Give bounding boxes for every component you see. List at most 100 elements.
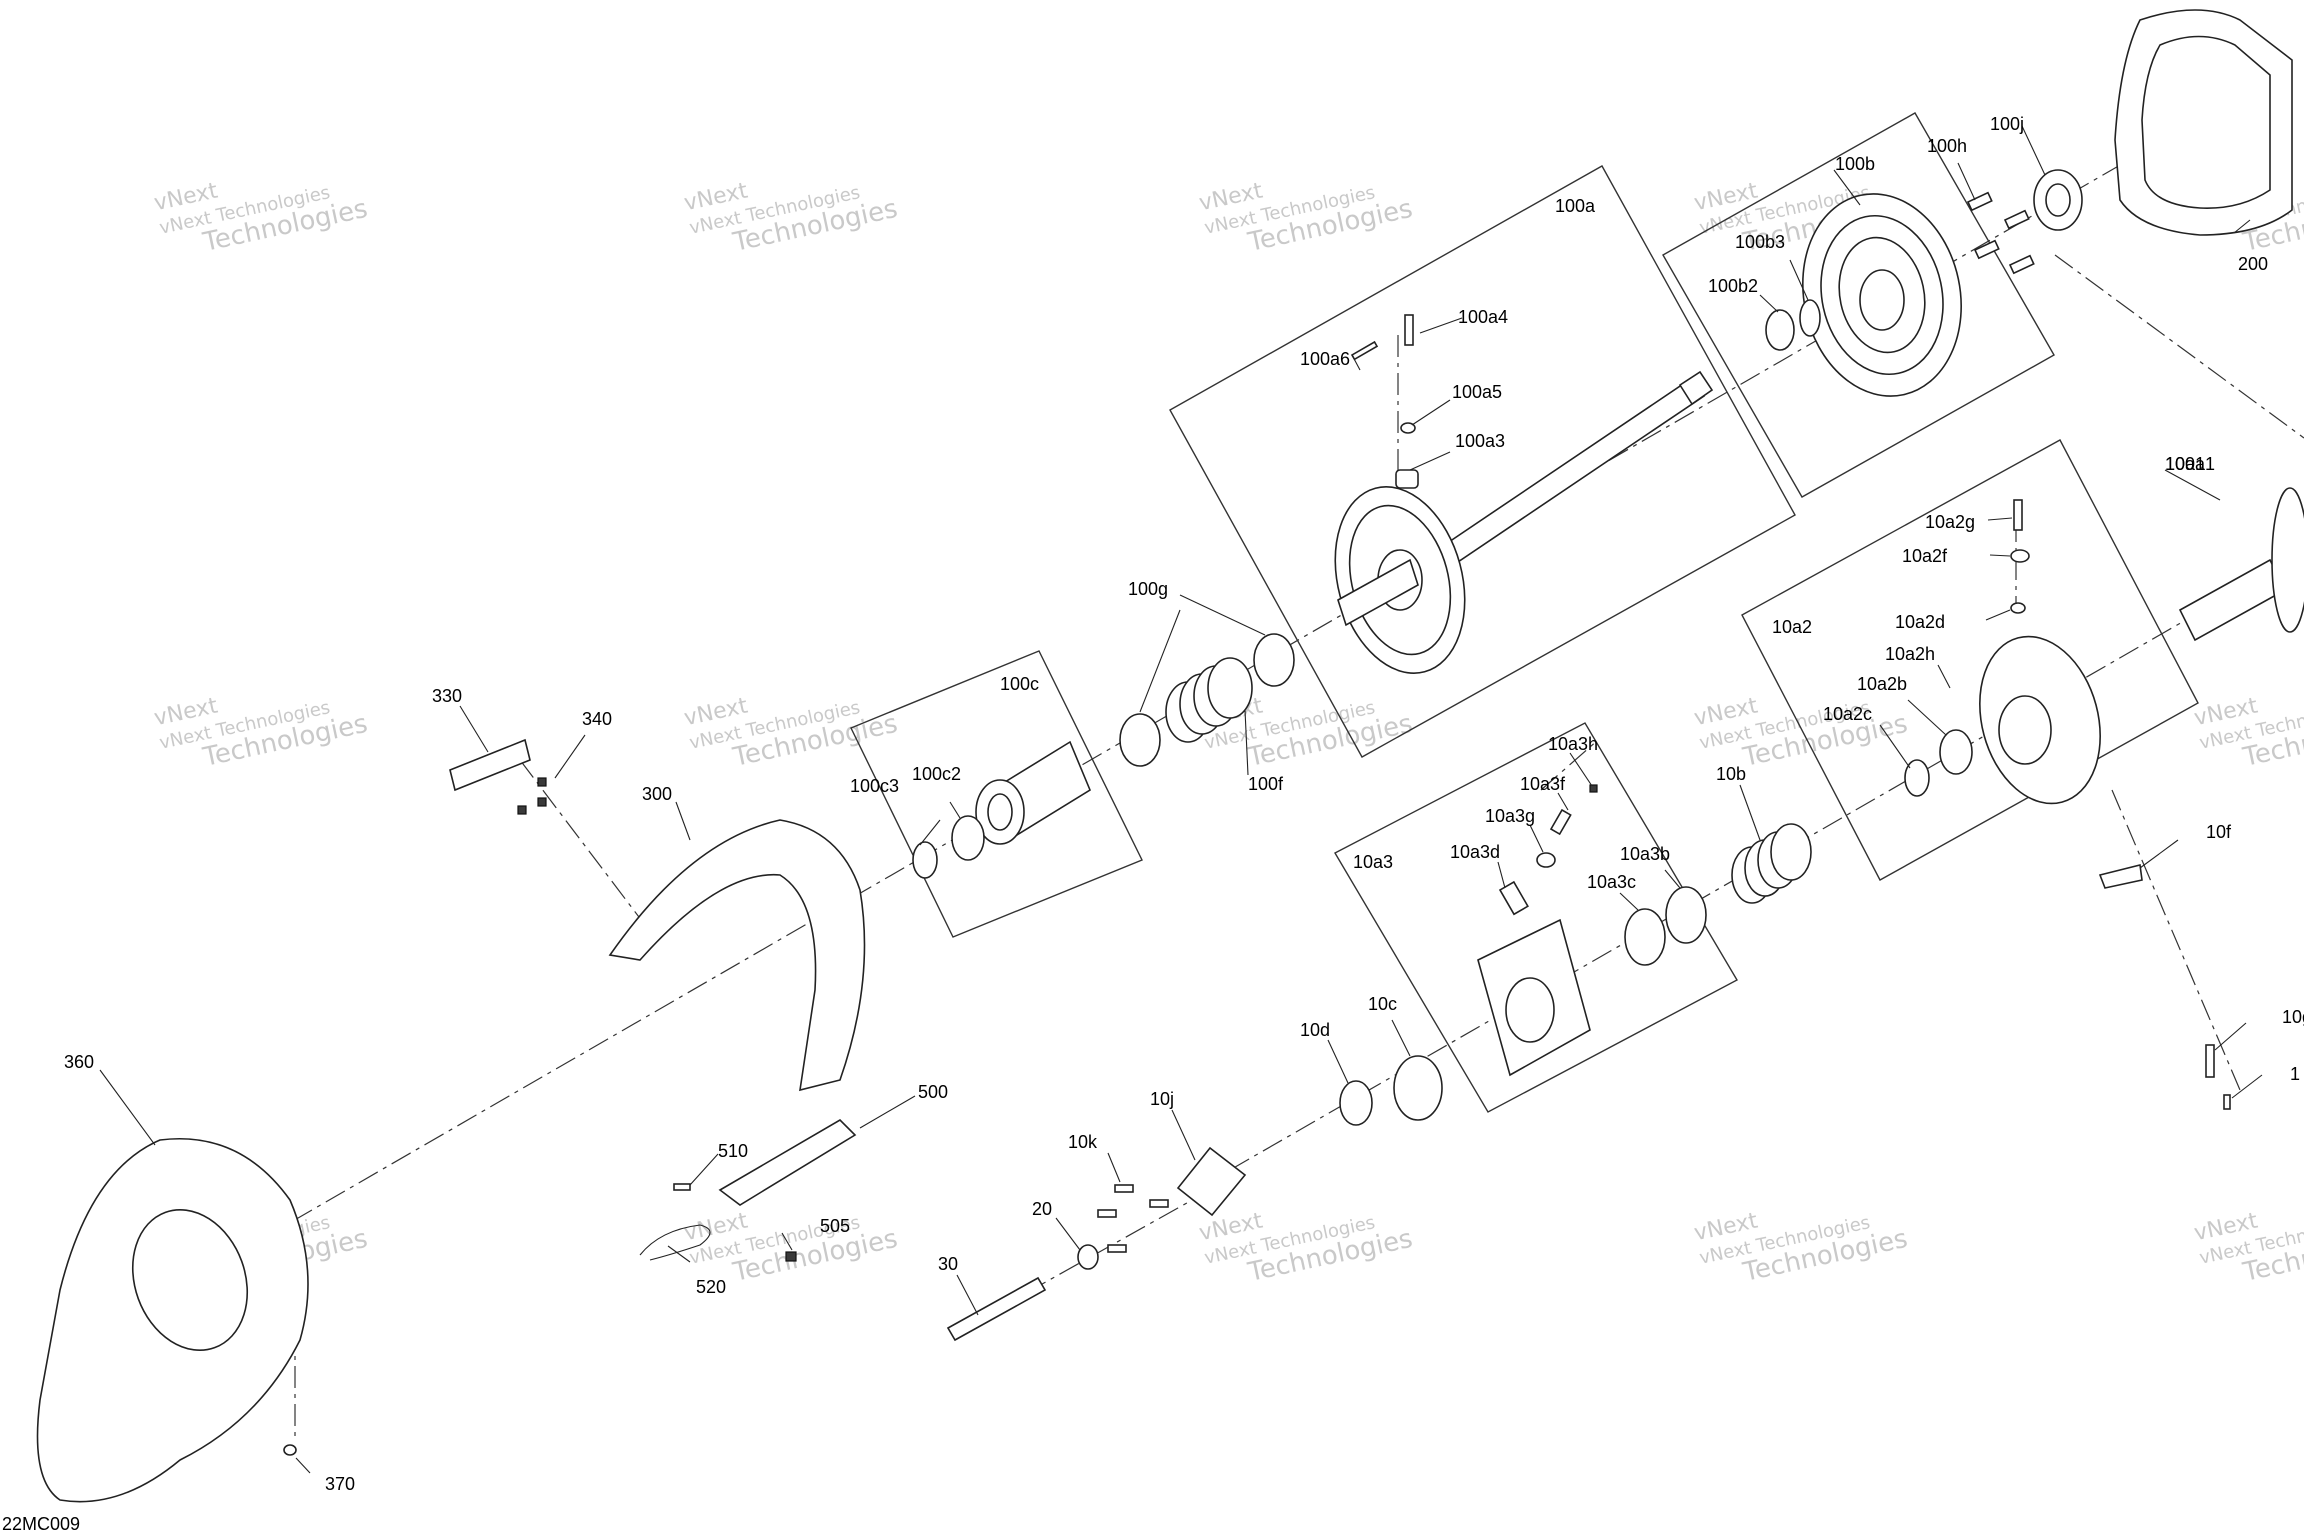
spider-100c [975,740,1092,845]
callout-360: 360 [64,1052,94,1072]
plate-10j [1176,1146,1247,1217]
callout-1: 1 [2290,1064,2300,1084]
callout-10a2c: 10a2c [1823,704,1872,724]
callout-100f: 100f [1248,774,1284,794]
screw-340a [537,777,547,787]
ring-10a3b [1665,886,1707,944]
ring-100c3 [912,841,938,879]
washer-10a2d [2010,602,2026,614]
callout-10a3c: 10a3c [1587,872,1636,892]
callout-100b3: 100b3 [1735,232,1785,252]
callout-100b2: 100b2 [1708,276,1758,296]
callout-30: 30 [938,1254,958,1274]
callout-300: 300 [642,784,672,804]
fixed-sheave-100b [1802,193,1962,397]
callout-10j: 10j [1150,1089,1174,1109]
callout-labels: 100a100a1100a3100a4100a5100a6100b100b210… [64,114,2304,1494]
ring-10a2c [1904,759,1930,797]
callout-100a3: 100a3 [1455,431,1505,451]
callout-10a3: 10a3 [1353,852,1393,872]
callout-10a2: 10a2 [1772,617,1812,637]
pulley-10a1 [2178,487,2304,642]
screw-10k-c [1107,1244,1127,1253]
housing-10a3 [1477,918,1591,1077]
screw-10k-b [1097,1209,1117,1218]
callout-100h: 100h [1927,136,1967,156]
washer-100a5 [1400,422,1416,434]
callout-520: 520 [696,1277,726,1297]
callout-500: 500 [918,1082,948,1102]
drive-belt-200 [2114,9,2293,236]
belt-guard-300 [608,819,866,1092]
callout-505: 505 [820,1216,850,1236]
callout-200: 200 [2238,254,2268,274]
callout-10a3d: 10a3d [1450,842,1500,862]
pin-10g [2205,1044,2215,1078]
bearing-100j [2033,169,2083,231]
screw-340b [537,797,547,807]
bearing-10a3c [1624,908,1666,966]
bushing-100c2 [951,815,985,861]
box-100a [1169,165,1796,758]
ring-100b3 [1799,299,1821,337]
parts [36,9,2304,1503]
ring-100g [1253,633,1295,687]
screws-100h [1966,191,2035,275]
callout-10a3f: 10a3f [1520,774,1566,794]
callout-370: 370 [325,1474,355,1494]
callout-100a5: 100a5 [1452,382,1502,402]
screw-1 [2223,1094,2231,1110]
callout-10a2g: 10a2g [1925,512,1975,532]
bushing-10a2b [1939,729,1973,775]
spring-100f [1165,657,1253,743]
screw-510 [673,1183,691,1191]
callout-10b: 10b [1716,764,1746,784]
bushing-100b2 [1765,309,1795,351]
pin-100a6 [1350,340,1379,361]
callout-10f: 10f [2206,822,2232,842]
screw-100a4 [1404,314,1414,346]
callout-100j: 100j [1990,114,2024,134]
callout-100c2: 100c2 [912,764,961,784]
sheave-10a2 [1979,635,2101,805]
bolt-30 [946,1276,1047,1342]
nut-505 [785,1251,797,1262]
bracket-500 [718,1118,857,1206]
callout-510: 510 [718,1141,748,1161]
callout-10a2h: 10a2h [1885,644,1935,664]
callout-10c: 10c [1368,994,1397,1014]
callout-10a3b: 10a3b [1620,844,1670,864]
pin-10a3f [1549,808,1572,836]
nut-370 [283,1444,297,1456]
callout-10d: 10d [1300,1020,1330,1040]
roller-10a3d [1498,880,1529,916]
screw-10k [1114,1184,1134,1193]
bracket-330 [449,738,531,792]
callout-10g: 10g [2282,1007,2304,1027]
reference-code: 22MC009 [2,1514,80,1534]
callout-100a6: 100a6 [1300,349,1350,369]
callout-10a2f: 10a2f [1902,546,1948,566]
washer-20 [1077,1244,1099,1270]
callout-340: 340 [582,709,612,729]
clip-520 [639,1224,711,1261]
callout-10a1: 10a1 [2165,454,2205,474]
screw-10a2g [2013,499,2023,531]
callout-10a3h: 10a3h [1548,734,1598,754]
callout-100c: 100c [1000,674,1039,694]
callout-100g: 100g [1128,579,1168,599]
box-10a3 [1334,722,1738,1113]
screw-10k-d [1149,1199,1169,1208]
callout-100a1: 100a1 [2165,454,2215,474]
bearing-10c [1393,1055,1443,1121]
screw-340c [517,805,527,815]
leader-lines [99,125,2263,1474]
